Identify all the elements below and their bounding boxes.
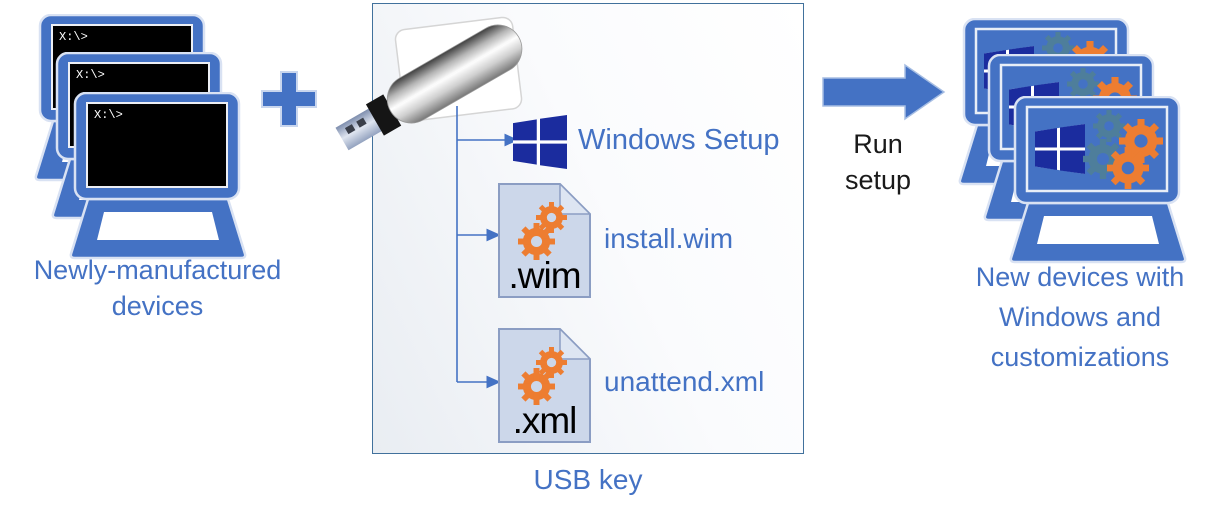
wim-file-icon: .wim xyxy=(498,182,592,298)
windows-logo-icon xyxy=(1035,124,1085,174)
run-setup-caption-line2: setup xyxy=(844,165,912,195)
gear-icon xyxy=(536,202,567,233)
left-devices-caption-line2: devices xyxy=(111,291,204,321)
new-devices-illustration xyxy=(958,18,1187,264)
run-setup-caption-line1: Run xyxy=(853,129,903,159)
windows-logo-icon xyxy=(513,115,567,169)
branch-arrow-icon xyxy=(456,106,519,389)
wim-extension-label: .wim xyxy=(508,255,581,296)
terminal-prompt: X:\> xyxy=(76,68,105,82)
document-icon xyxy=(498,327,592,443)
gear-icon xyxy=(1067,68,1099,100)
right-devices-caption-line3: customizations xyxy=(990,342,1170,372)
right-devices-caption: New devices with Windows and customizati… xyxy=(942,257,1218,377)
right-devices-caption-line2: Windows and xyxy=(998,302,1162,332)
run-setup-caption: Run setup xyxy=(820,126,936,198)
left-devices-caption-line1: Newly-manufactured xyxy=(33,255,282,285)
gear-icon xyxy=(536,347,567,378)
gear-icon xyxy=(1107,147,1149,189)
right-devices-caption-line1: New devices with xyxy=(975,262,1185,292)
terminal-screen-icon xyxy=(86,102,228,188)
plus-icon xyxy=(261,71,317,127)
run-setup-arrow-icon xyxy=(822,63,946,121)
newly-manufactured-devices-illustration xyxy=(34,14,247,260)
document-icon xyxy=(498,182,592,298)
xml-file-icon: .xml xyxy=(498,327,592,443)
windows-setup-label: Windows Setup xyxy=(578,124,780,156)
usb-key-caption: USB key xyxy=(533,464,643,495)
xml-extension-label: .xml xyxy=(512,400,578,441)
unattend-xml-label: unattend.xml xyxy=(604,366,765,397)
install-wim-label: install.wim xyxy=(604,223,734,254)
gear-icon xyxy=(1093,110,1125,142)
usb-drive-icon xyxy=(335,16,523,151)
terminal-prompt: X:\> xyxy=(94,108,123,122)
left-devices-caption: Newly-manufactured devices xyxy=(5,252,310,324)
terminal-prompt: X:\> xyxy=(59,30,88,44)
